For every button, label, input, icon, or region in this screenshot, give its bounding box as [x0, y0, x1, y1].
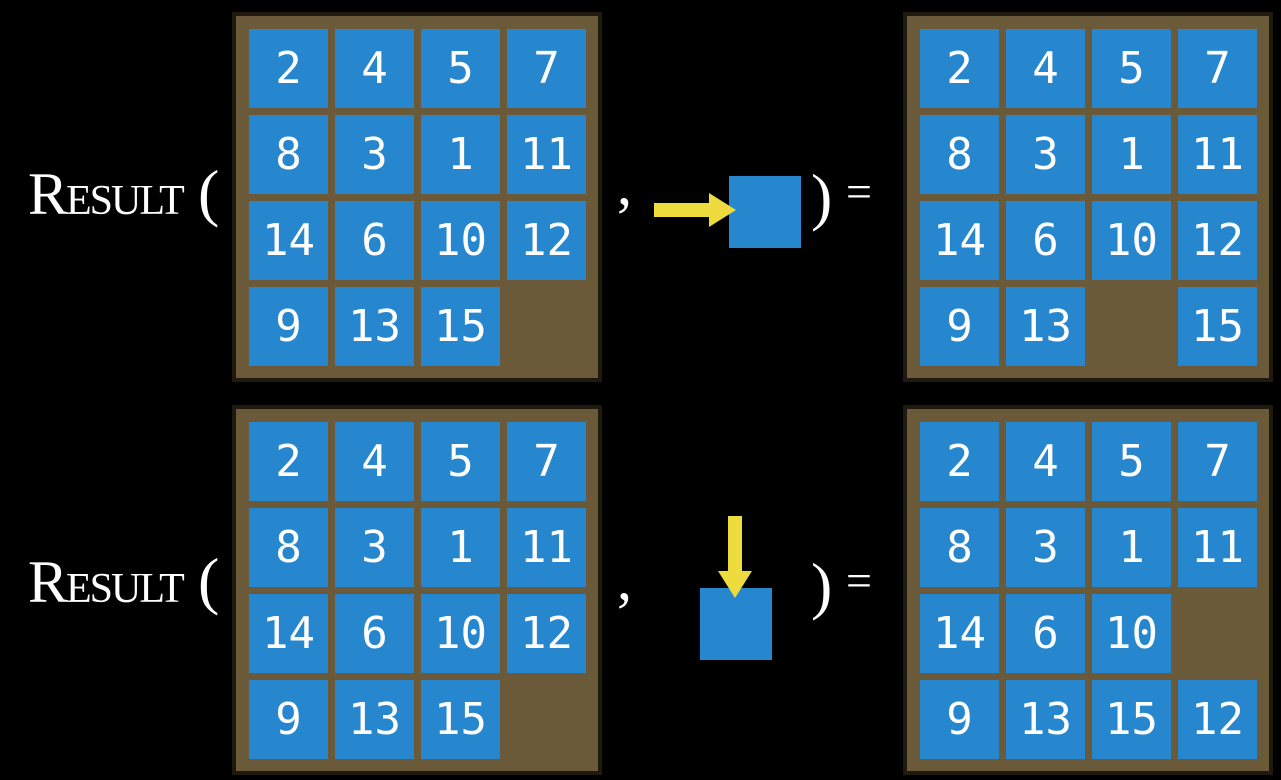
tile-10: 10 [1092, 201, 1171, 280]
tile-4: 4 [335, 422, 414, 501]
tile-13: 13 [335, 287, 414, 366]
tile-11: 11 [507, 115, 586, 194]
result-function-name: Result [28, 549, 185, 615]
tile-9: 9 [920, 680, 999, 759]
right-arrow-icon [654, 193, 736, 227]
tile-1: 1 [1092, 508, 1171, 587]
tile-3: 3 [1006, 508, 1085, 587]
tile-4: 4 [335, 29, 414, 108]
open-paren: ( [198, 157, 220, 228]
tile-15: 15 [1178, 287, 1257, 366]
tile-14: 14 [249, 201, 328, 280]
tile-15: 15 [421, 680, 500, 759]
tile-6: 6 [1006, 201, 1085, 280]
tile-7: 7 [1178, 29, 1257, 108]
tile-12: 12 [507, 201, 586, 280]
tile-7: 7 [1178, 422, 1257, 501]
tile-13: 13 [1006, 287, 1085, 366]
tile-6: 6 [335, 201, 414, 280]
close-paren: ) [811, 161, 833, 232]
comma: , [617, 151, 632, 217]
tile-8: 8 [249, 115, 328, 194]
tile-1: 1 [421, 508, 500, 587]
tile-5: 5 [1092, 422, 1171, 501]
move-tile-right [729, 176, 801, 248]
tile-2: 2 [920, 422, 999, 501]
tile-14: 14 [920, 201, 999, 280]
tile-9: 9 [920, 287, 999, 366]
tile-8: 8 [249, 508, 328, 587]
tile-1: 1 [1092, 115, 1171, 194]
tile-9: 9 [249, 287, 328, 366]
blank-cell [507, 287, 586, 366]
tile-3: 3 [1006, 115, 1085, 194]
tile-5: 5 [421, 422, 500, 501]
tile-10: 10 [421, 201, 500, 280]
equals-sign: = [846, 166, 872, 217]
tile-9: 9 [249, 680, 328, 759]
tile-8: 8 [920, 115, 999, 194]
tile-14: 14 [920, 594, 999, 673]
tile-3: 3 [335, 115, 414, 194]
tile-15: 15 [421, 287, 500, 366]
tile-7: 7 [507, 29, 586, 108]
tile-2: 2 [920, 29, 999, 108]
tile-13: 13 [335, 680, 414, 759]
tile-4: 4 [1006, 422, 1085, 501]
tile-8: 8 [920, 508, 999, 587]
down-arrow-icon [718, 516, 752, 598]
tile-10: 10 [1092, 594, 1171, 673]
blank-cell [507, 680, 586, 759]
tile-12: 12 [507, 594, 586, 673]
tile-11: 11 [507, 508, 586, 587]
comma: , [617, 546, 632, 612]
tile-11: 11 [1178, 115, 1257, 194]
tile-11: 11 [1178, 508, 1257, 587]
blank-cell [1092, 287, 1171, 366]
blank-cell [1178, 594, 1257, 673]
tile-2: 2 [249, 422, 328, 501]
tile-15: 15 [1092, 680, 1171, 759]
move-tile-down [700, 588, 772, 660]
equals-sign: = [846, 555, 872, 606]
result-function-name: Result [28, 161, 185, 227]
tile-3: 3 [335, 508, 414, 587]
tile-13: 13 [1006, 680, 1085, 759]
tile-14: 14 [249, 594, 328, 673]
tile-6: 6 [335, 594, 414, 673]
tile-7: 7 [507, 422, 586, 501]
tile-6: 6 [1006, 594, 1085, 673]
tile-12: 12 [1178, 201, 1257, 280]
tile-4: 4 [1006, 29, 1085, 108]
tile-10: 10 [421, 594, 500, 673]
open-paren: ( [198, 545, 220, 616]
tile-12: 12 [1178, 680, 1257, 759]
tile-2: 2 [249, 29, 328, 108]
tile-5: 5 [1092, 29, 1171, 108]
tile-1: 1 [421, 115, 500, 194]
tile-5: 5 [421, 29, 500, 108]
close-paren: ) [811, 550, 833, 621]
